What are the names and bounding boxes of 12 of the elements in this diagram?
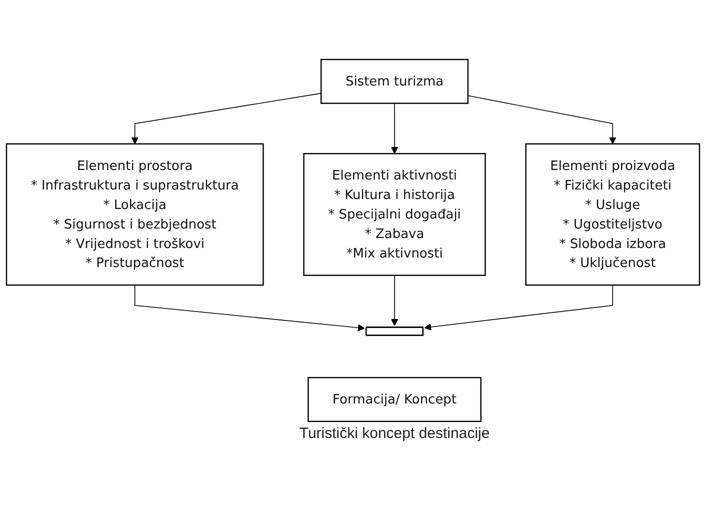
arrow xyxy=(424,284,614,330)
node-box: Elementi proizvoda * Fizički kapaciteti * Usluge * Ugostiteljstvo * Sloboda izbora * Uključenost xyxy=(525,142,700,286)
arrow xyxy=(390,274,398,326)
node-box: Formacija/ Koncept xyxy=(308,376,482,422)
node-box: Sistem turizma xyxy=(320,58,469,104)
node-box: Elementi prostora * Infrastruktura i suprastruktura * Lokacija * Sigurnost i bezbjednost * Vrijednost i troškovi * Pristupačnost xyxy=(6,142,264,286)
arrow xyxy=(134,284,365,331)
arrow xyxy=(468,94,616,144)
caption-text: Turistički koncept destinacije xyxy=(299,424,490,442)
arrow xyxy=(390,102,398,154)
node-box: Elementi aktivnosti * Kultura i historija * Specijalni događaji * Zabava *Mix aktivnosti xyxy=(303,152,486,276)
arrow xyxy=(131,92,322,144)
